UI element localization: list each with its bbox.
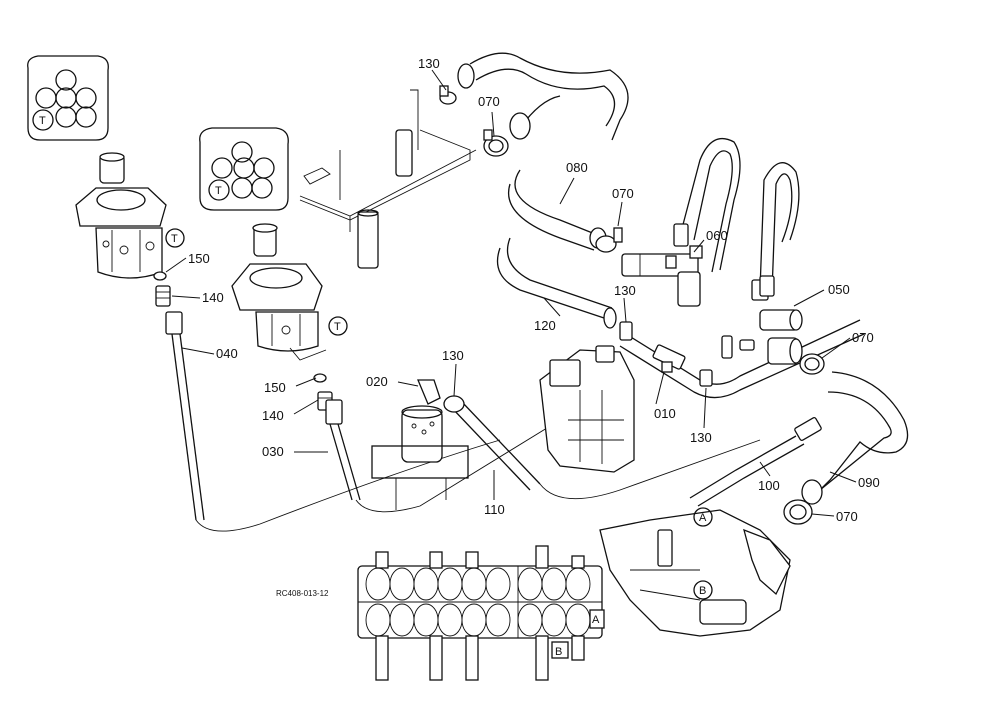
label-130-top: 130 (418, 56, 440, 71)
label-080: 080 (566, 160, 588, 175)
control-valve-center (539, 345, 635, 473)
fitting-130-top (439, 85, 457, 105)
b-port-valve: B (693, 580, 713, 600)
leader-lines (165, 69, 857, 517)
valve-bank (357, 545, 603, 681)
t-marker-inset-left: T (39, 115, 46, 127)
pump-unit (371, 405, 469, 510)
label-050: 050 (828, 282, 850, 297)
fitting-150-left (153, 271, 167, 281)
label-130-mid: 130 (614, 283, 636, 298)
label-040: 040 (216, 346, 238, 361)
label-140-left: 140 (202, 290, 224, 305)
fitting-140-left (155, 285, 171, 307)
label-130-center: 130 (442, 348, 464, 363)
clamp-070-low (783, 499, 813, 525)
diagram-code: RC408-013-12 (276, 589, 329, 598)
label-010: 010 (654, 406, 676, 421)
label-110: 110 (484, 502, 505, 517)
clamp-070-right (799, 353, 825, 375)
label-120: 120 (534, 318, 556, 333)
label-070-top: 070 (478, 94, 500, 109)
svg-text:A: A (592, 614, 600, 626)
elbow-020 (417, 379, 441, 405)
hose-110 (451, 401, 761, 500)
hose-120 (496, 237, 617, 329)
fitting-130-low (699, 369, 713, 387)
fitting-130-mid (619, 321, 633, 341)
hose-loops-right (679, 137, 800, 293)
hose-090 (801, 371, 909, 511)
fitting-130-center (443, 395, 465, 413)
b-port-bank: B (551, 641, 569, 659)
frame-bracket (299, 89, 477, 269)
svg-text:B: B (699, 585, 706, 597)
svg-text:A: A (699, 512, 707, 524)
port-inset-left: T (27, 55, 109, 141)
label-030: 030 (262, 444, 284, 459)
label-150-mid: 150 (264, 380, 286, 395)
clamp-070-top (483, 129, 509, 157)
port-inset-mid: T (199, 127, 289, 211)
label-070-mid: 070 (612, 186, 634, 201)
hose-end-fittings (673, 223, 775, 359)
label-070-low: 070 (836, 509, 858, 524)
hose-upper-loops (457, 52, 629, 251)
tee-fitting-060 (621, 245, 703, 307)
fitting-010 (652, 344, 686, 373)
svg-text:T: T (334, 321, 341, 333)
label-130-low: 130 (690, 430, 712, 445)
svg-text:T: T (171, 233, 178, 245)
part-labels: 130 070 080 070 060 050 070 150 140 040 … (188, 56, 880, 524)
clamp-070-mid (595, 227, 623, 253)
label-090: 090 (858, 475, 880, 490)
hose-030 (325, 399, 561, 513)
hose-100 (689, 417, 822, 507)
label-150-left: 150 (188, 251, 210, 266)
valve-body-right (767, 337, 803, 365)
valve-block-lower-right (599, 509, 791, 637)
label-140-mid: 140 (262, 408, 284, 423)
a-port-bank: A (589, 609, 605, 629)
label-020: 020 (366, 374, 388, 389)
label-060: 060 (706, 228, 728, 243)
t-port-mid: T (328, 316, 348, 336)
hose-040 (165, 311, 501, 532)
fitting-150-mid (313, 373, 327, 383)
t-port-left: T (165, 228, 185, 248)
steering-unit-left (75, 152, 167, 279)
t-marker-inset-mid: T (215, 185, 222, 197)
a-port-valve: A (693, 507, 713, 527)
steering-unit-mid (231, 223, 327, 361)
label-070-right: 070 (852, 330, 874, 345)
label-100: 100 (758, 478, 780, 493)
svg-text:B: B (555, 646, 562, 658)
